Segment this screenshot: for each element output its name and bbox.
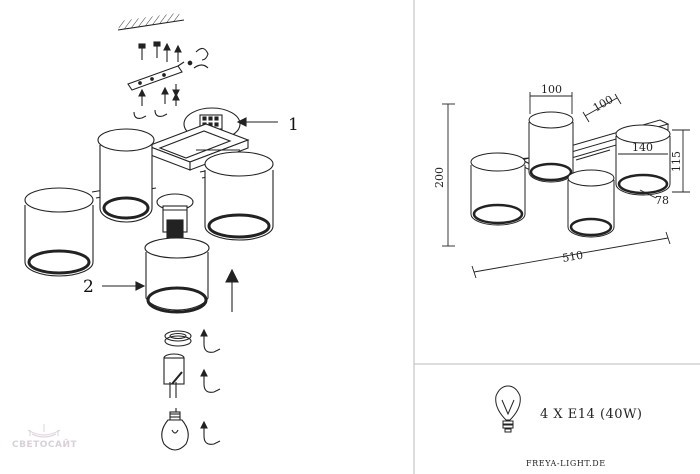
mounting-bracket — [127, 61, 185, 91]
dim-height: 200 — [433, 167, 446, 188]
watermark-text: СВЕТОСАЙТ — [12, 438, 78, 450]
shade-right — [204, 151, 274, 241]
callout-label-2: 2 — [83, 277, 94, 297]
watermark: СВЕТОСАЙТ — [12, 424, 78, 450]
ceiling-mark — [117, 12, 185, 31]
bulb-spec-text: 4 X E14 (40W) — [540, 407, 643, 422]
shade-detached — [102, 237, 210, 314]
bulb — [161, 408, 189, 451]
dim-shade-diameter: 100 — [541, 83, 562, 96]
dim-length: 510 — [561, 249, 584, 265]
bracket-hooks — [133, 84, 180, 119]
dim-lines — [442, 92, 690, 279]
dim-shade-depth: 100 — [591, 93, 616, 115]
part-arrows — [200, 328, 221, 445]
dim-shade-height: 115 — [670, 151, 683, 172]
panel-dividers — [413, 0, 700, 474]
callout-label-1: 1 — [288, 115, 299, 135]
assembly-arrow-up — [225, 268, 239, 312]
dim-small: 78 — [655, 194, 669, 207]
dimension-view — [442, 92, 690, 279]
dim-shade-top — [528, 111, 574, 183]
bulb-icon — [495, 385, 521, 433]
dim-shade-left — [470, 152, 526, 226]
exploded-view — [24, 12, 278, 451]
website-text: FREYA-LIGHT.DE — [526, 459, 606, 468]
central-socket — [156, 193, 194, 241]
dim-shade-width: 140 — [632, 141, 653, 154]
shade-front-left — [24, 187, 94, 277]
shade-back-left — [97, 128, 155, 223]
dim-shade-right — [615, 124, 671, 196]
dim-shade-middle — [567, 169, 615, 238]
shade-ring — [164, 330, 192, 347]
ceiling-screws — [138, 41, 209, 69]
chandelier-icon — [27, 424, 61, 438]
bulb-holder — [163, 353, 185, 398]
